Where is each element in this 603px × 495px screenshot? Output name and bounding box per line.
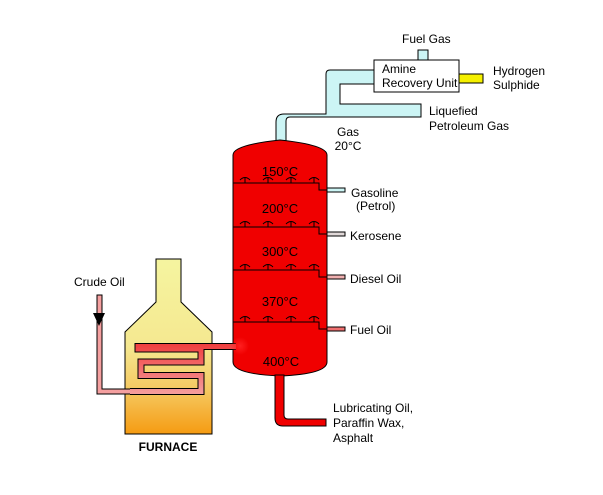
- residue-label-1: Lubricating Oil,: [333, 401, 413, 415]
- bubble-cap-icon: [239, 177, 251, 183]
- temp-370: 370°C: [262, 294, 298, 309]
- bubble-cap-icon: [239, 221, 251, 227]
- bubble-cap-icon: [285, 221, 297, 227]
- amine-label-1: Amine: [382, 62, 416, 76]
- gas-top-label-2: 20°C: [335, 139, 362, 153]
- residue-label-3: Asphalt: [333, 431, 374, 445]
- furnace-coil-tube: [130, 343, 236, 395]
- amine-recovery-unit: Amine Recovery Unit: [373, 59, 460, 93]
- bubble-cap-icon: [285, 316, 297, 322]
- bubble-cap-icon: [262, 221, 274, 227]
- fuel-gas-label: Fuel Gas: [402, 32, 451, 46]
- gasoline-tray: [233, 182, 332, 191]
- gas-top-label-1: Gas: [337, 125, 359, 139]
- lpg-label-2: Petroleum Gas: [429, 119, 509, 133]
- diesel-tray: [233, 269, 332, 278]
- bubble-cap-icon: [239, 316, 251, 322]
- fuel-oil-tray: [233, 321, 332, 330]
- kerosene-label: Kerosene: [350, 229, 402, 243]
- gasoline-label-1: Gasoline: [351, 186, 399, 200]
- fuel-oil-outlet-pipe: [326, 326, 346, 332]
- kerosene-tray: [233, 226, 332, 235]
- bubble-cap-icon: [239, 264, 251, 270]
- bubble-cap-icon: [285, 177, 297, 183]
- crude-flow-arrow-icon: [93, 313, 105, 326]
- crude-oil-label: Crude Oil: [74, 275, 125, 289]
- fuel-gas-pipe: [417, 49, 429, 62]
- bubble-cap-icon: [285, 264, 297, 270]
- hydrogen-sulphide-pipe: [458, 73, 484, 84]
- hydrogen-label-2: Sulphide: [493, 78, 540, 92]
- gas-pipe-main: [275, 69, 422, 143]
- bubble-cap-icon: [308, 177, 320, 183]
- residue-pipe: [274, 374, 327, 427]
- bubble-cap-icon: [308, 221, 320, 227]
- temp-200: 200°C: [262, 201, 298, 216]
- bubble-cap-icon: [308, 264, 320, 270]
- column-trays: [233, 177, 346, 332]
- bubble-cap-icon: [308, 316, 320, 322]
- furnace-label: FURNACE: [139, 440, 198, 454]
- gasoline-outlet-pipe: [326, 187, 346, 193]
- kerosene-outlet-pipe: [326, 231, 346, 237]
- bubble-cap-icon: [262, 177, 274, 183]
- column-body: [232, 139, 328, 377]
- hot-feed-glow: [231, 337, 249, 355]
- bubble-cap-icon: [262, 264, 274, 270]
- diesel-label: Diesel Oil: [350, 272, 401, 286]
- fuel-oil-label: Fuel Oil: [350, 323, 391, 337]
- diesel-outlet-pipe: [326, 274, 346, 280]
- temp-300: 300°C: [262, 244, 298, 259]
- amine-label-2: Recovery Unit: [382, 76, 458, 90]
- bubble-cap-icon: [262, 316, 274, 322]
- distillation-column: [232, 139, 328, 427]
- hydrogen-label-1: Hydrogen: [493, 64, 545, 78]
- gasoline-label-2: (Petrol): [356, 199, 395, 213]
- temp-150: 150°C: [262, 164, 298, 179]
- furnace: FURNACE: [93, 258, 249, 454]
- gas-pipes: [275, 49, 484, 143]
- lpg-label-1: Liquefied: [429, 104, 478, 118]
- temp-400: 400°C: [263, 354, 299, 369]
- residue-label-2: Paraffin Wax,: [333, 416, 404, 430]
